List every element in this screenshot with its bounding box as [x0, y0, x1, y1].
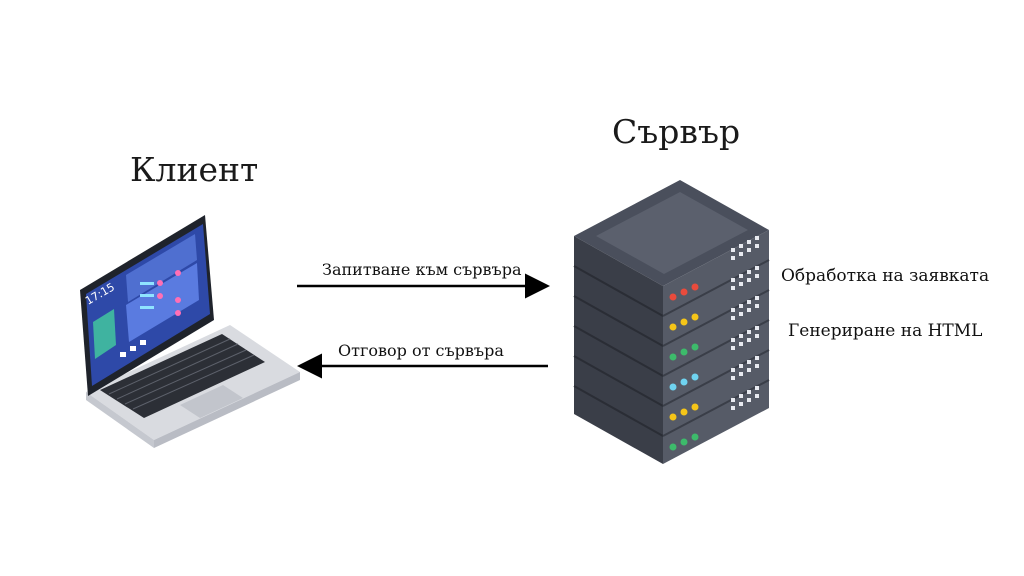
server-step-html-generation: Генериране на HTML: [788, 321, 983, 341]
server-step-processing: Обработка на заявката: [781, 266, 990, 286]
server-title: Сървър: [612, 112, 741, 151]
response-label: Отговор от сървъра: [338, 341, 504, 360]
server-icon: [573, 180, 770, 464]
request-label: Запитване към сървъра: [322, 260, 522, 279]
laptop-icon: [80, 215, 300, 448]
server-leds: [669, 283, 699, 451]
client-title: Клиент: [130, 150, 259, 189]
